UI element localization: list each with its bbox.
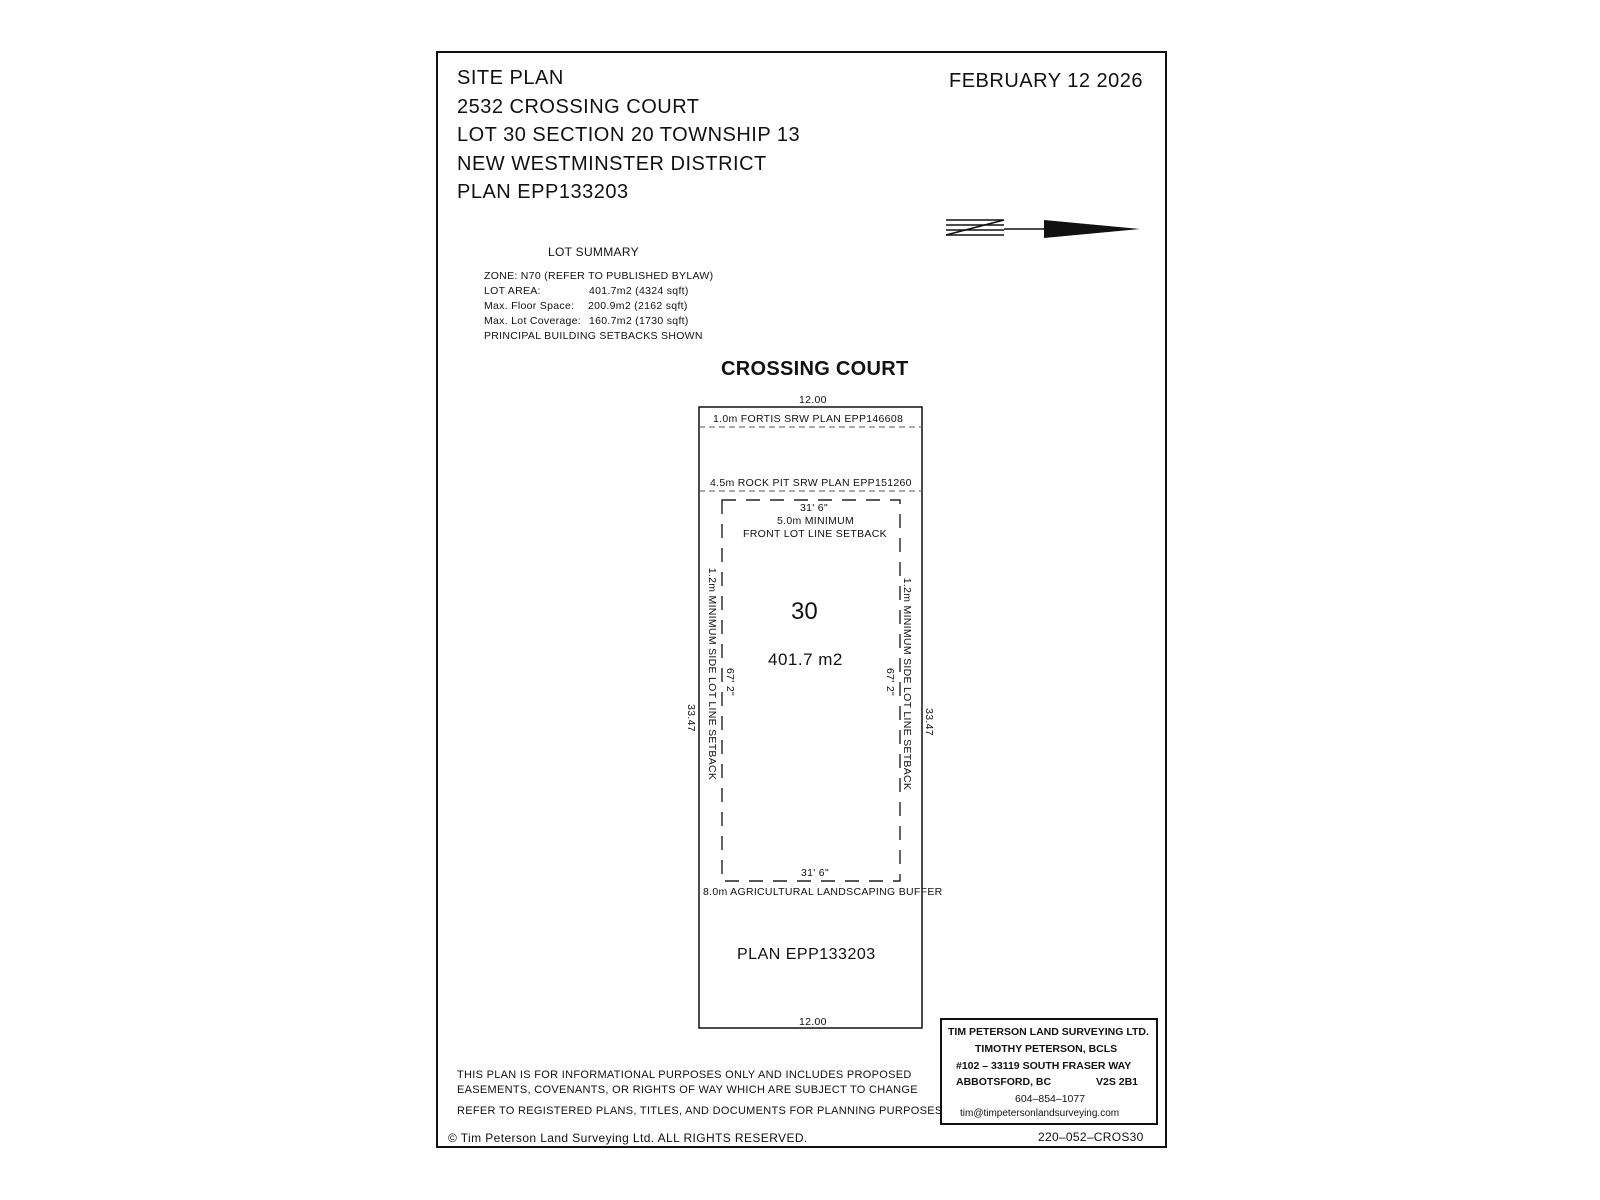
- top-boundary-dimension: 12.00: [799, 394, 827, 406]
- disclaimer-line3: REFER TO REGISTERED PLANS, TITLES, AND D…: [457, 1105, 943, 1117]
- ag-buffer-label: 8.0m AGRICULTURAL LANDSCAPING BUFFER: [703, 886, 943, 898]
- front-setback-line2: FRONT LOT LINE SETBACK: [743, 528, 887, 540]
- building-envelope: [721, 499, 901, 882]
- plan-number-label: PLAN EPP133203: [737, 946, 876, 963]
- lot-summary-zone: ZONE: N70 (REFER TO PUBLISHED BYLAW): [484, 270, 714, 282]
- plan-title-block: SITE PLAN 2532 CROSSING COURT LOT 30 SEC…: [457, 64, 800, 207]
- company-address: #102 – 33119 SOUTH FRASER WAY: [956, 1060, 1132, 1072]
- lot-number: 30: [791, 598, 818, 625]
- envelope-width-bottom: 31' 6": [799, 867, 831, 879]
- lot-summary-floor-label: Max. Floor Space:: [484, 300, 575, 312]
- company-phone: 604–854–1077: [1015, 1093, 1086, 1105]
- drawing-sheet: [436, 51, 1167, 1148]
- lot-boundary: [698, 406, 923, 1029]
- fortis-srw-label: 1.0m FORTIS SRW PLAN EPP146608: [712, 413, 905, 425]
- north-arrow-icon: [945, 219, 1140, 238]
- envelope-width-top: 31' 6": [798, 502, 830, 514]
- title-line-legal: LOT 30 SECTION 20 TOWNSHIP 13: [457, 124, 801, 146]
- lot-summary-setbacks-note: PRINCIPAL BUILDING SETBACKS SHOWN: [484, 330, 703, 342]
- right-side-setback-label: 1.2m MINIMUM SIDE LOT LINE SETBACK: [901, 575, 913, 793]
- lot-summary-coverage-label: Max. Lot Coverage:: [484, 315, 582, 327]
- lot-summary-heading: LOT SUMMARY: [548, 245, 639, 259]
- front-setback-line1: 5.0m MINIMUM: [777, 515, 855, 527]
- lot-summary-area-label: LOT AREA:: [484, 285, 541, 297]
- title-line-address: 2532 CROSSING COURT: [457, 95, 700, 118]
- disclaimer-line2: EASEMENTS, COVENANTS, OR RIGHTS OF WAY W…: [457, 1084, 918, 1096]
- company-name: TIM PETERSON LAND SURVEYING LTD.: [948, 1026, 1149, 1038]
- right-boundary-dimension: 33.47: [923, 708, 935, 736]
- copyright-notice: © Tim Peterson Land Surveying Ltd. ALL R…: [448, 1131, 808, 1145]
- left-side-setback-label: 1.2m MINIMUM SIDE LOT LINE SETBACK: [706, 565, 718, 783]
- plan-date: FEBRUARY 12 2026: [949, 70, 1144, 92]
- bottom-boundary-dimension: 12.00: [799, 1016, 827, 1028]
- disclaimer-line1: THIS PLAN IS FOR INFORMATIONAL PURPOSES …: [457, 1069, 912, 1081]
- company-email: tim@timpetersonlandsurveying.com: [960, 1108, 1120, 1119]
- title-line-site-plan: SITE PLAN: [457, 67, 564, 89]
- lot-summary-coverage-value: 160.7m2 (1730 sqft): [589, 315, 689, 327]
- file-number: 220–052–CROS30: [1038, 1130, 1144, 1144]
- lot-area-label: 401.7 m2: [768, 650, 843, 669]
- envelope-depth-left: 67' 2": [724, 668, 736, 696]
- surveyor-title-block: [940, 1018, 1158, 1125]
- title-line-plan: PLAN EPP133203: [457, 181, 629, 203]
- company-postal: V2S 2B1: [1096, 1076, 1139, 1088]
- title-line-district: NEW WESTMINSTER DISTRICT: [457, 152, 767, 175]
- company-city: ABBOTSFORD, BC: [956, 1076, 1052, 1088]
- lot-summary-floor-value: 200.9m2 (2162 sqft): [588, 300, 688, 312]
- disclaimer-notes: THIS PLAN IS FOR INFORMATIONAL PURPOSES …: [457, 1068, 918, 1098]
- envelope-depth-right: 67' 2": [884, 668, 896, 696]
- surveyor-name: TIMOTHY PETERSON, BCLS: [975, 1043, 1118, 1055]
- rock-pit-srw-label: 4.5m ROCK PIT SRW PLAN EPP151260: [709, 477, 913, 489]
- street-name: CROSSING COURT: [721, 358, 909, 380]
- left-boundary-dimension: 33.47: [685, 704, 697, 732]
- lot-summary-area-value: 401.7m2 (4324 sqft): [589, 285, 689, 297]
